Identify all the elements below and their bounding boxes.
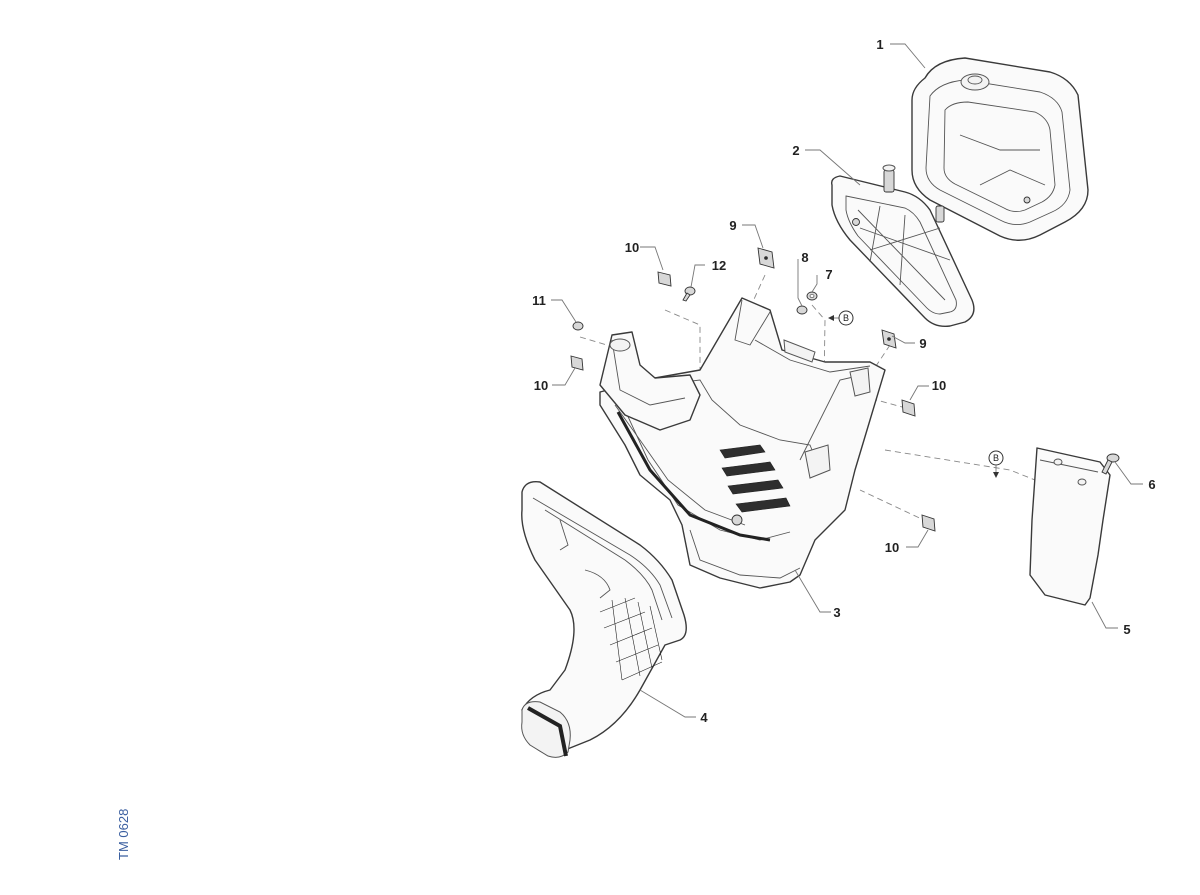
part-10-speed-nut-a xyxy=(657,271,672,287)
callout-10-bottom: 10 xyxy=(885,540,899,555)
part-11-screw xyxy=(572,321,584,331)
callout-11: 11 xyxy=(532,293,546,308)
callout-6: 6 xyxy=(1148,477,1155,492)
callout-4: 4 xyxy=(700,710,708,725)
part-9-speed-nut-top xyxy=(757,247,775,269)
part-2-filter-frame xyxy=(830,164,975,328)
diagram-code-label: TM 0628 xyxy=(116,808,131,860)
callout-9-right: 9 xyxy=(919,336,926,351)
part-7-washer xyxy=(806,291,818,301)
part-12-screw xyxy=(682,286,696,302)
callout-leaders xyxy=(551,43,1143,718)
reference-marker-b-upper: B xyxy=(828,310,854,326)
callout-2: 2 xyxy=(792,143,799,158)
part-5-mud-flap xyxy=(1029,447,1111,606)
part-3-airbox-housing xyxy=(599,297,886,589)
callout-labels: 1 2 3 4 5 6 7 8 9 9 10 10 10 10 11 12 xyxy=(532,37,1155,725)
callout-3: 3 xyxy=(833,605,840,620)
part-1-filter-element xyxy=(911,57,1089,241)
part-10-speed-nut-b xyxy=(570,355,584,371)
callout-10-right: 10 xyxy=(932,378,946,393)
part-10-speed-nut-d xyxy=(921,514,936,532)
part-9-speed-nut-right xyxy=(881,329,897,349)
part-4-intake-duct xyxy=(521,481,687,758)
duct-grille xyxy=(599,597,663,681)
callout-12: 12 xyxy=(712,258,726,273)
callout-10-top: 10 xyxy=(625,240,639,255)
part-8-nut xyxy=(796,305,808,315)
callout-7: 7 xyxy=(825,267,832,282)
callout-1: 1 xyxy=(876,37,883,52)
callout-5: 5 xyxy=(1123,622,1130,637)
airbox-ribs xyxy=(719,444,791,513)
part-6-screw xyxy=(1101,453,1120,475)
part-10-speed-nut-c xyxy=(901,399,916,417)
ref-label-b-upper: B xyxy=(843,313,849,323)
ref-label-b-lower: B xyxy=(993,453,999,463)
callout-10-left: 10 xyxy=(534,378,548,393)
callout-8: 8 xyxy=(801,250,808,265)
reference-marker-b-lower: B xyxy=(988,450,1004,478)
callout-9-top: 9 xyxy=(729,218,736,233)
